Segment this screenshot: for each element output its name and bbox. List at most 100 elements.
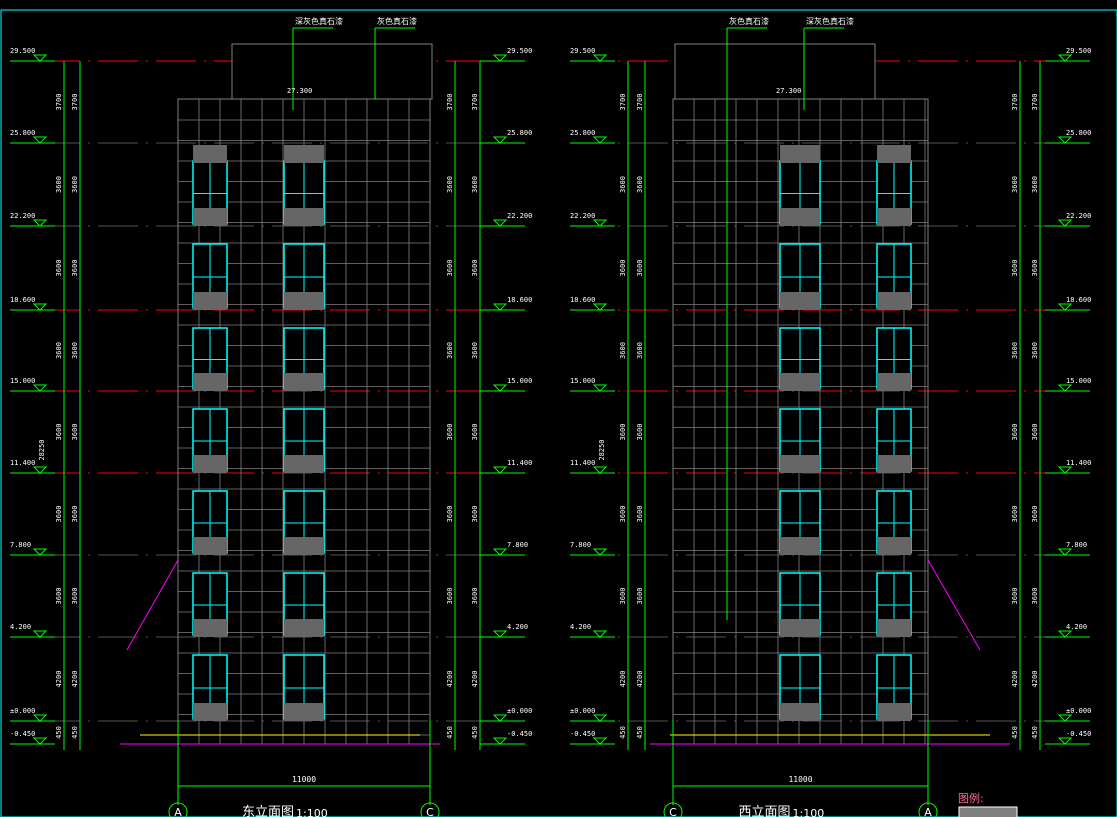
level-marker-triangle	[592, 303, 608, 311]
level-marker-triangle	[492, 466, 508, 474]
level-label: 18.600	[507, 296, 532, 304]
roof-parapet	[231, 43, 433, 100]
floor-dim: 3600	[1031, 260, 1039, 277]
level-label: 22.200	[1066, 212, 1091, 220]
level-label: 7.800	[1066, 541, 1087, 549]
level-label: 4.200	[1066, 623, 1087, 631]
elevation-title: 西立面图	[738, 805, 790, 817]
level-marker-triangle	[32, 384, 48, 392]
floor-dim: 3600	[471, 342, 479, 359]
level-marker-triangle	[32, 303, 48, 311]
floor-dim: 3600	[471, 260, 479, 277]
floor-dim: 3600	[471, 424, 479, 441]
spandrel-panel	[780, 619, 820, 637]
axis-label: C	[669, 806, 677, 817]
level-marker-triangle	[32, 737, 48, 745]
floor-dim: 4200	[636, 671, 644, 688]
axis-bubble	[663, 802, 683, 817]
spandrel-panel	[780, 292, 820, 310]
floor-dim: 3600	[446, 424, 454, 441]
level-marker-triangle	[592, 737, 608, 745]
spandrel-panel	[193, 292, 227, 310]
floor-dim: 3600	[471, 176, 479, 193]
spandrel-panel	[780, 703, 820, 721]
floor-dim: 450	[1031, 726, 1039, 739]
level-label: 4.200	[10, 623, 31, 631]
level-label: ±0.000	[10, 707, 35, 715]
legend-label: 图例:	[958, 791, 984, 805]
level-marker-triangle	[1057, 714, 1073, 722]
axis-label: A	[924, 806, 932, 817]
spandrel-panel	[780, 208, 820, 226]
spandrel-panel	[284, 373, 324, 391]
floor-dim: 3600	[1011, 176, 1019, 193]
floor-dim: 3600	[636, 176, 644, 193]
floor-dim: 4200	[71, 671, 79, 688]
level-marker-triangle	[492, 714, 508, 722]
floor-dim: 3700	[619, 94, 627, 111]
level-label: 15.000	[507, 377, 532, 385]
floor-dim: 3600	[1031, 424, 1039, 441]
spandrel-panel	[193, 455, 227, 473]
level-label: 18.600	[10, 296, 35, 304]
level-marker-triangle	[592, 466, 608, 474]
floor-dim: 3600	[55, 506, 63, 523]
level-marker-triangle	[1057, 384, 1073, 392]
spandrel-panel	[877, 703, 911, 721]
floor-dim: 3600	[619, 260, 627, 277]
floor-dim: 3600	[71, 424, 79, 441]
floor-dim: 3600	[446, 176, 454, 193]
material-label: 深灰色真石漆	[295, 16, 343, 26]
floor-dim: 3600	[1011, 260, 1019, 277]
floor-dim: 3600	[1031, 506, 1039, 523]
spandrel-panel	[877, 208, 911, 226]
level-marker-triangle	[592, 630, 608, 638]
level-label: 22.200	[10, 212, 35, 220]
width-dim: 11000	[788, 775, 812, 784]
level-label: 11.400	[507, 459, 532, 467]
level-label: 7.800	[570, 541, 591, 549]
level-marker-triangle	[592, 714, 608, 722]
level-marker-triangle	[492, 737, 508, 745]
spandrel-panel	[284, 537, 324, 555]
floor-dim: 3700	[446, 94, 454, 111]
floor-dim: 3600	[619, 588, 627, 605]
level-label: -0.450	[507, 730, 532, 738]
level-marker-triangle	[592, 136, 608, 144]
spandrel-panel	[780, 455, 820, 473]
floor-dim: 3600	[1011, 588, 1019, 605]
level-marker-triangle	[492, 219, 508, 227]
floor-dim: 3600	[619, 424, 627, 441]
level-label: -0.450	[10, 730, 35, 738]
material-label: 深灰色真石漆	[806, 16, 854, 26]
level-label: 11.400	[1066, 459, 1091, 467]
floor-dim: 4200	[1011, 671, 1019, 688]
level-marker-triangle	[1057, 54, 1073, 62]
total-height-dim: 28250	[38, 439, 46, 460]
level-label: 25.800	[10, 129, 35, 137]
floor-dim: 450	[619, 726, 627, 739]
level-marker-triangle	[592, 219, 608, 227]
floor-dim: 4200	[471, 671, 479, 688]
spandrel-panel	[284, 145, 324, 163]
floor-dim: 3600	[55, 260, 63, 277]
canopy-strut	[927, 559, 981, 651]
floor-dim: 3600	[619, 342, 627, 359]
spandrel-panel	[284, 208, 324, 226]
floor-dim: 3700	[636, 94, 644, 111]
spandrel-panel	[877, 619, 911, 637]
level-marker-triangle	[592, 54, 608, 62]
floor-dim: 3600	[446, 588, 454, 605]
floor-dim: 450	[446, 726, 454, 739]
roof-level-label: 27.300	[287, 87, 312, 95]
level-label: 25.800	[507, 129, 532, 137]
level-marker-triangle	[32, 136, 48, 144]
floor-dim: 3600	[55, 424, 63, 441]
spandrel-panel	[780, 145, 820, 163]
material-label: 灰色真石漆	[729, 16, 769, 26]
level-label: -0.450	[1066, 730, 1091, 738]
floor-dim: 3600	[1031, 588, 1039, 605]
floor-dim: 3600	[446, 506, 454, 523]
